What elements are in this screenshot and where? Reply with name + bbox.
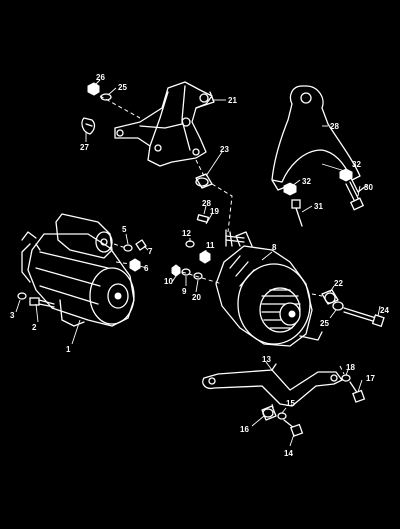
callout-2: 2 bbox=[32, 323, 37, 332]
callout-12: 12 bbox=[182, 229, 191, 238]
callout-23: 23 bbox=[220, 145, 229, 154]
callout-25-top: 25 bbox=[118, 83, 127, 92]
callout-9: 9 bbox=[182, 287, 187, 296]
callout-labels: 26 25 27 21 23 28 19 28 32 32 30 31 5 7 … bbox=[10, 73, 389, 458]
nut-32b bbox=[339, 168, 353, 182]
callout-22: 22 bbox=[334, 279, 343, 288]
callout-30: 30 bbox=[364, 183, 373, 192]
leader-lines bbox=[15, 79, 381, 447]
callout-10: 10 bbox=[164, 277, 173, 286]
callout-6: 6 bbox=[144, 264, 149, 273]
callout-8: 8 bbox=[272, 243, 277, 252]
bolt-30 bbox=[345, 181, 365, 211]
callout-5: 5 bbox=[122, 225, 127, 234]
callout-26: 28 bbox=[202, 199, 211, 208]
callout-27: 26 bbox=[96, 73, 105, 82]
lower-bracket-13 bbox=[202, 363, 343, 407]
bolt-26 bbox=[196, 214, 209, 223]
callout-21: 21 bbox=[228, 96, 237, 105]
washer-3 bbox=[17, 292, 27, 300]
callout-29: 28 bbox=[330, 122, 339, 131]
bolt-24 bbox=[343, 307, 385, 328]
callout-24: 24 bbox=[380, 306, 389, 315]
washer-18 bbox=[341, 374, 351, 382]
callout-3: 3 bbox=[10, 311, 15, 320]
alternator-8 bbox=[215, 229, 323, 347]
callout-19: 19 bbox=[210, 207, 219, 216]
callout-1: 1 bbox=[66, 345, 71, 354]
callout-15: 15 bbox=[286, 399, 295, 408]
washer-25-right bbox=[332, 301, 344, 311]
callout-14: 14 bbox=[284, 449, 293, 458]
washer-5 bbox=[123, 244, 133, 252]
clip-28 bbox=[81, 117, 96, 135]
nut-11 bbox=[199, 250, 211, 264]
starter-motor-1 bbox=[21, 213, 135, 327]
callout-32-right: 32 bbox=[352, 160, 361, 169]
callout-20: 20 bbox=[192, 293, 201, 302]
callout-25-right: 25 bbox=[320, 319, 329, 328]
nut-27 bbox=[87, 82, 100, 96]
spacer-22 bbox=[321, 289, 339, 305]
spacer-23 bbox=[195, 173, 213, 189]
bolt-2 bbox=[29, 297, 55, 308]
callout-11: 11 bbox=[206, 241, 215, 250]
bolt-14 bbox=[283, 419, 304, 437]
callout-28: 27 bbox=[80, 143, 89, 152]
callout-17: 17 bbox=[366, 374, 375, 383]
nut-6 bbox=[129, 258, 141, 272]
spacer-16 bbox=[261, 405, 277, 421]
callout-32-left: 32 bbox=[302, 177, 311, 186]
adjusting-link-29 bbox=[271, 85, 367, 193]
callout-16: 16 bbox=[240, 425, 249, 434]
callout-7: 7 bbox=[148, 247, 153, 256]
alternator-mounting-bracket bbox=[114, 81, 215, 167]
bolt-31 bbox=[291, 199, 303, 227]
bolt-17 bbox=[349, 381, 366, 403]
callout-31: 31 bbox=[314, 202, 323, 211]
terminal-7 bbox=[135, 239, 147, 251]
callout-13: 13 bbox=[262, 355, 271, 364]
callout-18: 18 bbox=[346, 363, 355, 372]
nut-10 bbox=[171, 264, 181, 277]
nut-32a bbox=[283, 182, 297, 196]
washer-20 bbox=[193, 272, 203, 280]
washer-15 bbox=[277, 412, 287, 420]
